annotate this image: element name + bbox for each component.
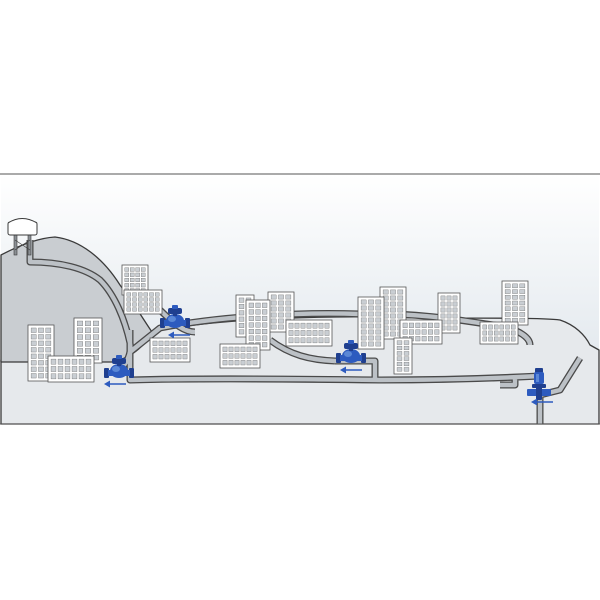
buildings bbox=[27, 264, 529, 383]
water-tower-icon bbox=[7, 218, 38, 256]
apartment-building-icon bbox=[479, 321, 519, 345]
apartment-building-icon bbox=[245, 299, 271, 351]
apartment-building-icon bbox=[149, 337, 191, 363]
apartment-building-icon bbox=[285, 319, 333, 347]
apartment-building-icon bbox=[437, 292, 461, 334]
apartment-building-icon bbox=[393, 337, 413, 375]
apartment-building-icon bbox=[501, 280, 529, 326]
apartment-building-icon bbox=[47, 355, 95, 383]
apartment-building-icon bbox=[357, 296, 385, 350]
apartment-building-icon bbox=[219, 343, 261, 369]
apartment-building-icon bbox=[123, 289, 163, 315]
apartment-building-icon bbox=[73, 317, 103, 364]
